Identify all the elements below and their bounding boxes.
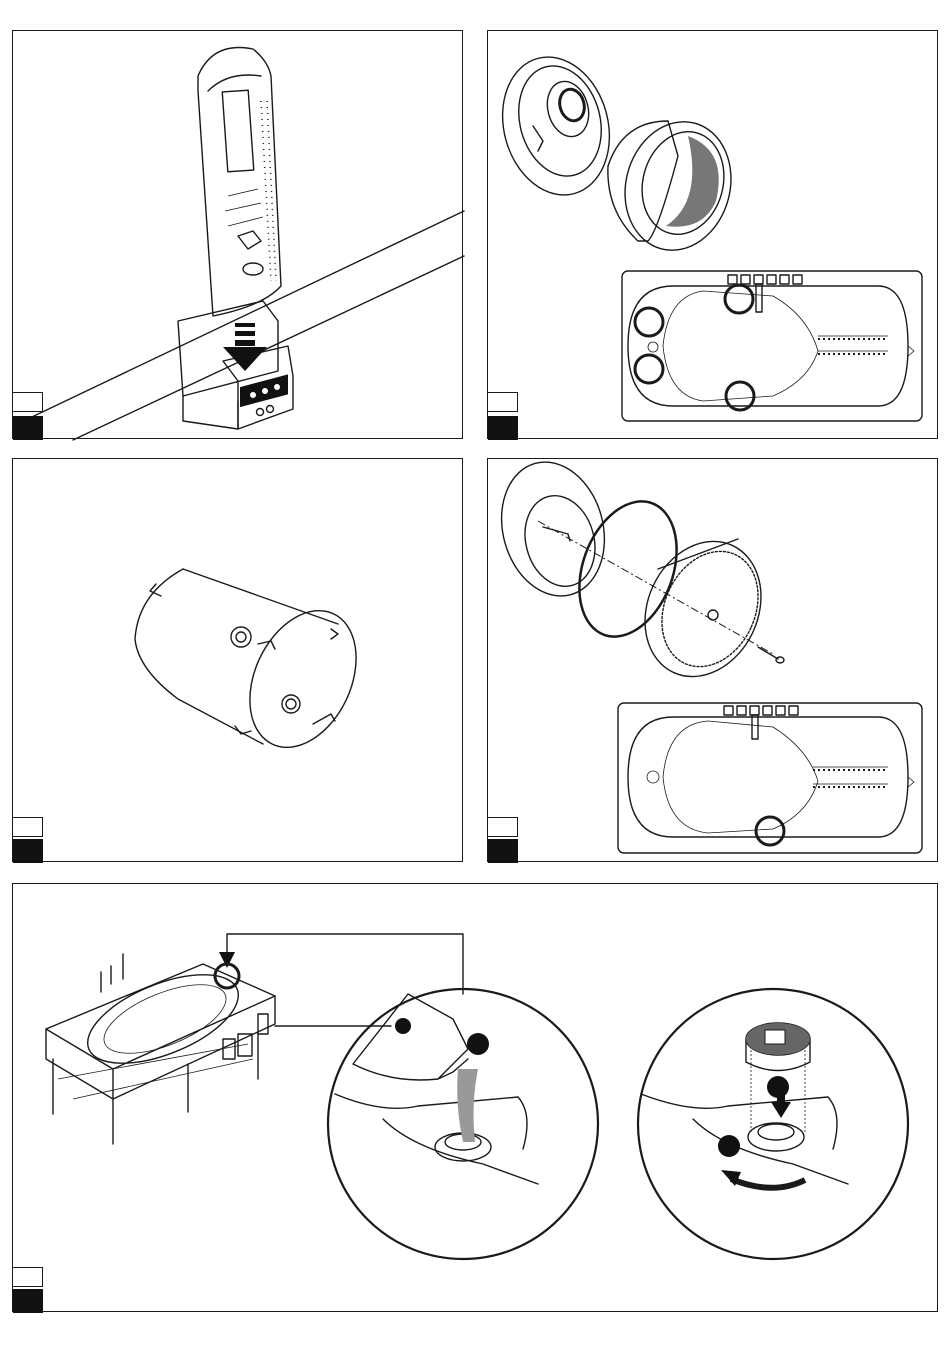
step-dot-1 (767, 1076, 789, 1098)
panel-fill-disinfectant (12, 883, 938, 1312)
jet-location-circle-1 (725, 285, 753, 313)
panel-cylinder-housing (12, 458, 463, 862)
cylinder-housing (135, 569, 377, 765)
nozzle-body (608, 110, 745, 262)
step-label-box (488, 392, 518, 412)
screw-icon (758, 647, 784, 663)
panel-jet-nozzle (487, 30, 938, 439)
step-label-box (488, 817, 518, 837)
tub-plan-view (622, 271, 922, 421)
rotate-arrow-icon (731, 1179, 805, 1188)
remote-dock-illustration (13, 31, 464, 440)
arrow-down-cap-icon (771, 1102, 791, 1118)
step-label-box (13, 817, 43, 837)
step-label-bar (13, 1289, 43, 1313)
jet-location-circle-2 (635, 308, 663, 336)
cylinder-housing-illustration (13, 459, 464, 863)
panel-suction-filter (487, 458, 938, 862)
jet-location-circle-3 (635, 355, 663, 383)
step-dot-1 (395, 1018, 411, 1034)
step-dot-2 (718, 1135, 740, 1157)
panel-remote-dock (12, 30, 463, 439)
tub-plan-view (618, 703, 922, 853)
step-dot-2 (467, 1033, 489, 1055)
step-label-box (13, 392, 43, 412)
detail-circle-pour (328, 989, 598, 1259)
filter-grille (624, 522, 783, 695)
axis-line (538, 521, 773, 654)
o-ring (562, 488, 694, 650)
detail-circle-cap (638, 989, 908, 1259)
step-label-box (13, 1267, 43, 1287)
suction-filter-illustration (488, 459, 939, 863)
jet-nozzle-illustration (488, 31, 939, 440)
bathtub-frame (46, 954, 275, 1144)
disinfectant-illustration (13, 884, 939, 1313)
step-label-bar (13, 839, 43, 863)
step-label-bar (13, 416, 43, 440)
leader-line-top (227, 934, 463, 994)
filter-location-circle (756, 817, 784, 845)
nozzle-ring (488, 45, 625, 207)
step-label-bar (488, 839, 518, 863)
step-label-bar (488, 416, 518, 440)
down-arrow-icon (223, 323, 267, 371)
remote-control (198, 48, 281, 316)
